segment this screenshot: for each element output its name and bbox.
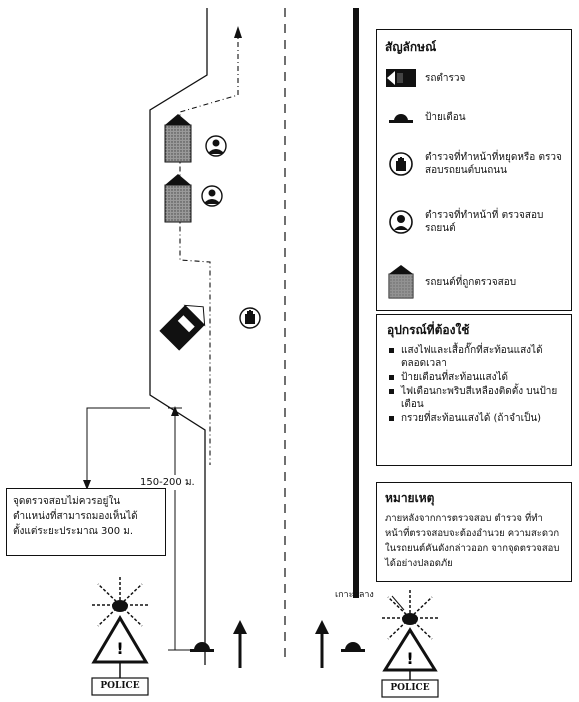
inspected-car-icon: [383, 265, 419, 299]
note-text: ภายหลังจากการตรวจสอบ ตำรวจ ที่ทำหน้าที่ต…: [385, 513, 560, 569]
vehicle-path: [179, 30, 239, 465]
legend-box: สัญลักษณ์ รถตำรวจ ป้ายเตือน ตำรวจที: [376, 29, 572, 311]
inspected-car: [164, 114, 192, 163]
traffic-direction-arrow: [233, 620, 247, 668]
police-car-icon: [159, 304, 206, 351]
officer-stop-hand-icon: [239, 307, 261, 329]
svg-text:!: !: [406, 649, 413, 668]
equipment-item: แสงไฟและเสื้อกั๊กที่สะท้อนแสงได้ ตลอดเวล…: [389, 344, 565, 370]
equipment-item: ป้ายเตือนที่สะท้อนแสงได้: [389, 371, 565, 384]
road-edge-line: [149, 8, 208, 665]
inspected-car: [164, 174, 192, 223]
note-title: หมายเหตุ: [385, 491, 435, 505]
police-car-icon: [383, 63, 419, 93]
legend-item-warning-sign: ป้ายเตือน: [383, 102, 567, 132]
warning-sign-icon: [341, 642, 365, 652]
legend-title: สัญลักษณ์: [385, 40, 437, 54]
svg-text:!: !: [116, 639, 123, 658]
equipment-item: กรวยที่สะท้อนแสงได้ (ถ้าจำเป็น): [389, 412, 565, 425]
equipment-item: ไฟเตือนกะพริบสีเหลืองติดตั้ง บนป้ายเตือน: [389, 385, 565, 411]
legend-item-inspected-car: รถยนต์ที่ถูกตรวจสอบ: [383, 262, 567, 302]
vehicle-path-arrowhead: [234, 26, 242, 38]
warning-light-icon: [383, 102, 419, 132]
officer-icon: [383, 207, 419, 237]
median-label-leader: [391, 595, 405, 611]
equipment-list: แสงไฟและเสื้อกั๊กที่สะท้อนแสงได้ ตลอดเวล…: [387, 344, 565, 425]
officer-icon: [205, 135, 227, 157]
median-barrier: [353, 8, 359, 598]
police-warning-light-left: !: [90, 575, 150, 696]
checkpoint-note-text: จุดตรวจสอบไม่ควรอยู่ใน ตำแหน่งที่สามารถม…: [13, 496, 138, 537]
note-box: หมายเหตุ ภายหลังจากการตรวจสอบ ตำรวจ ที่ท…: [376, 482, 572, 582]
police-sign-text-left: POLICE: [100, 681, 140, 691]
police-warning-light-right: !: [380, 590, 440, 698]
legend-item-officer: ตำรวจที่ทำหน้าที่ ตรวจสอบรถยนต์: [383, 202, 567, 242]
distance-label: 150-200 ม.: [140, 475, 195, 490]
officer-stop-hand-icon: [383, 149, 419, 179]
warning-sign-icon: [190, 642, 214, 652]
officer-icon: [201, 185, 223, 207]
legend-item-officer-stop: ตำรวจที่ทำหน้าที่หยุดหรือ ตรวจสอบรถยนต์บ…: [383, 144, 567, 184]
checkpoint-note-box: จุดตรวจสอบไม่ควรอยู่ใน ตำแหน่งที่สามารถม…: [6, 488, 166, 556]
visibility-bracket-arrowhead: [83, 480, 91, 490]
median-label: เกาะกลาง: [335, 590, 374, 600]
dimension-arrowhead: [171, 406, 179, 416]
police-sign-text-right: POLICE: [390, 683, 430, 693]
visibility-bracket: [86, 407, 150, 485]
traffic-direction-arrow: [315, 620, 329, 668]
equipment-box: อุปกรณ์ที่ต้องใช้ แสงไฟและเสื้อกั๊กที่สะ…: [376, 314, 572, 466]
legend-item-police-car: รถตำรวจ: [383, 62, 567, 94]
equipment-title: อุปกรณ์ที่ต้องใช้: [387, 323, 470, 337]
